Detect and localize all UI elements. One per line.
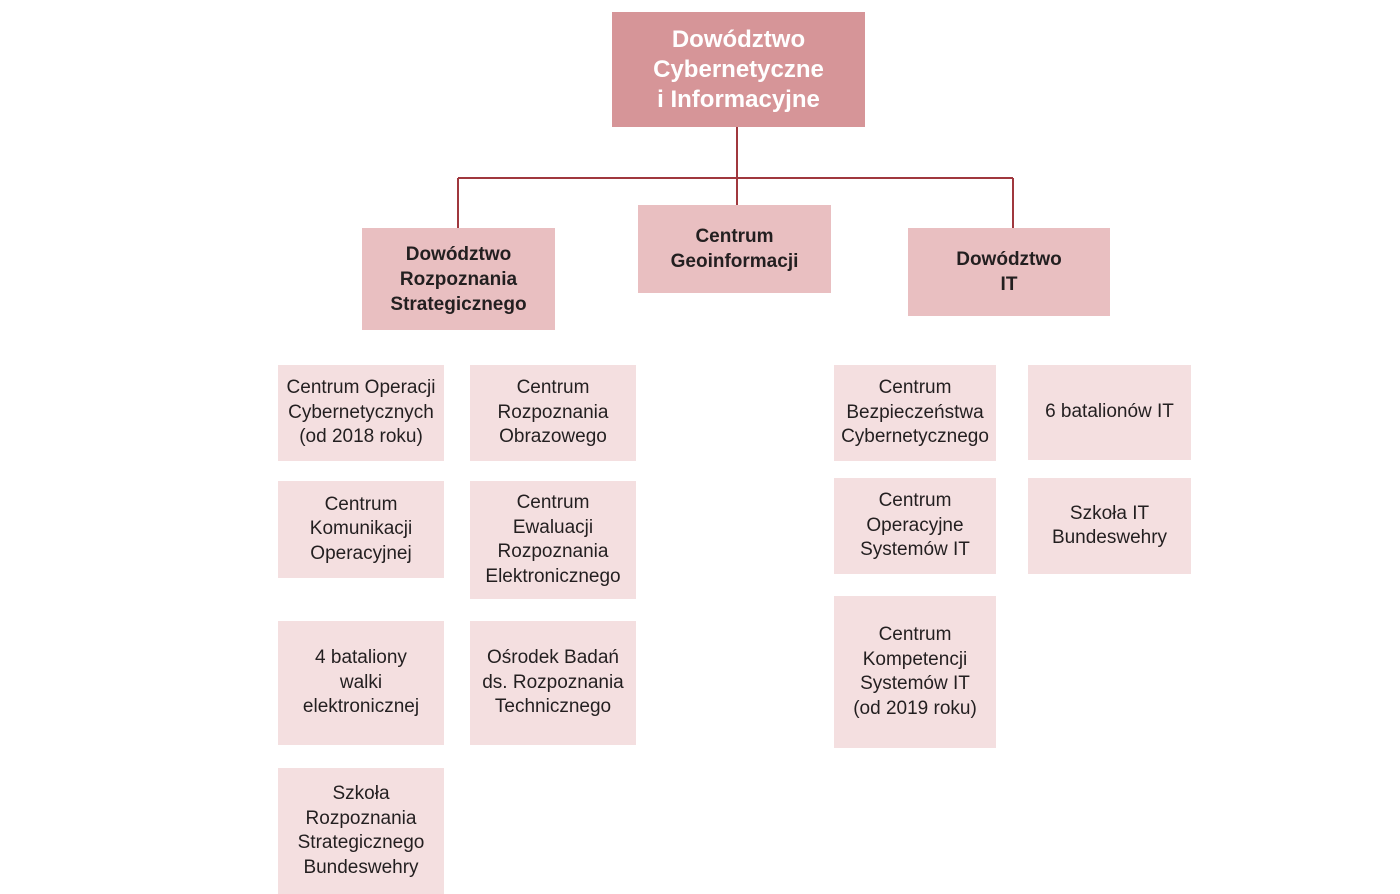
unit-label: Centrum Rozpoznania Obrazowego — [497, 377, 609, 448]
unit-label: Centrum Komunikacji Operacyjnej — [309, 493, 413, 564]
unit-box: Centrum Operacyjne Systemów IT — [834, 478, 996, 574]
strategic-recon-command-box: Dowództwo Rozpoznania Strategicznego — [362, 228, 555, 330]
strategic-recon-command-label: Dowództwo Rozpoznania Strategicznego — [390, 243, 527, 315]
unit-box: Ośrodek Badań ds. Rozpoznania Techniczne… — [470, 621, 636, 745]
unit-box: Centrum Rozpoznania Obrazowego — [470, 365, 636, 461]
unit-box: 6 batalionów IT — [1028, 365, 1191, 460]
root-command-box: Dowództwo Cybernetyczne i Informacyjne — [612, 12, 865, 127]
root-command-label: Dowództwo Cybernetyczne i Informacyjne — [653, 25, 824, 113]
geoinformation-centre-box: Centrum Geoinformacji — [638, 205, 831, 293]
unit-label: Szkoła Rozpoznania Strategicznego Bundes… — [297, 783, 425, 878]
unit-label: Centrum Kompetencji Systemów IT (od 2019… — [853, 624, 977, 719]
unit-label: Centrum Operacji Cybernetycznych (od 201… — [286, 377, 436, 448]
unit-label: 4 bataliony walki elektronicznej — [302, 647, 420, 718]
unit-label: Centrum Operacyjne Systemów IT — [860, 490, 970, 561]
unit-box: Centrum Komunikacji Operacyjnej — [278, 481, 444, 578]
geoinformation-centre-label: Centrum Geoinformacji — [670, 226, 799, 272]
unit-box: Centrum Kompetencji Systemów IT (od 2019… — [834, 596, 996, 748]
unit-box: Centrum Operacji Cybernetycznych (od 201… — [278, 365, 444, 461]
unit-box: Szkoła Rozpoznania Strategicznego Bundes… — [278, 768, 444, 894]
it-command-box: Dowództwo IT — [908, 228, 1110, 316]
unit-label: Ośrodek Badań ds. Rozpoznania Techniczne… — [482, 647, 624, 718]
it-command-label: Dowództwo IT — [956, 249, 1062, 295]
unit-box: Centrum Bezpieczeństwa Cybernetycznego — [834, 365, 996, 461]
unit-box: 4 bataliony walki elektronicznej — [278, 621, 444, 745]
unit-label: 6 batalionów IT — [1045, 401, 1174, 423]
unit-label: Centrum Ewaluacji Rozpoznania Elektronic… — [485, 492, 621, 587]
unit-box: Centrum Ewaluacji Rozpoznania Elektronic… — [470, 481, 636, 599]
unit-label: Szkoła IT Bundeswehry — [1051, 502, 1168, 549]
unit-label: Centrum Bezpieczeństwa Cybernetycznego — [841, 377, 989, 448]
unit-box: Szkoła IT Bundeswehry — [1028, 478, 1191, 574]
